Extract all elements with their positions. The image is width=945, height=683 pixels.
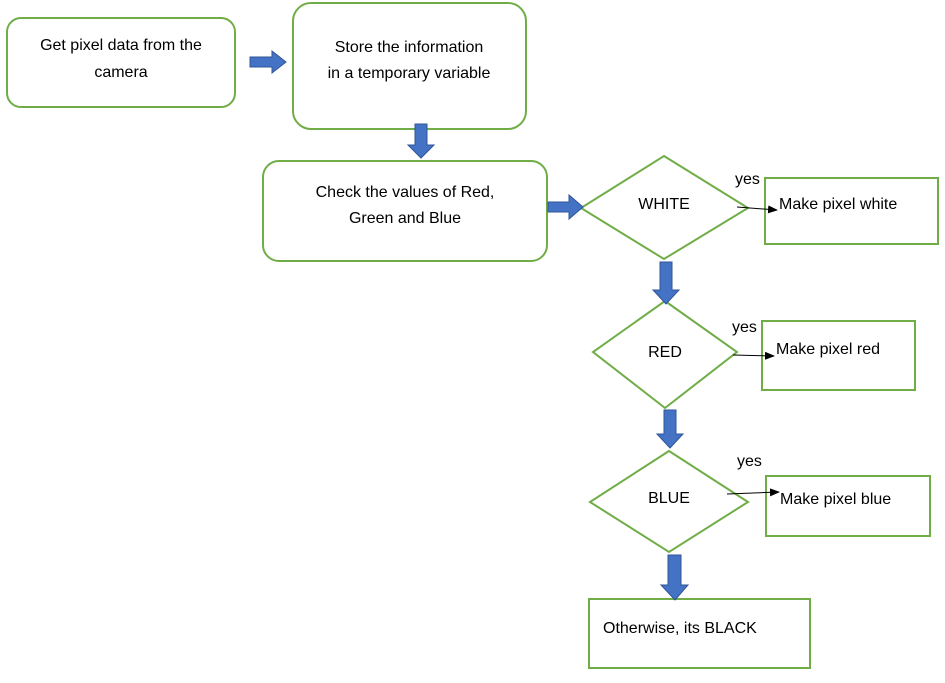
block-arrow-blue-to-black [659,554,690,601]
node-store-information-line-1: Store the information [335,39,484,56]
block-arrow-white-to-red [651,261,681,305]
block-arrow-get-to-store [249,49,287,75]
node-check-values-line-2: Green and Blue [349,210,461,227]
block-arrow-store-to-check [406,123,436,159]
decision-blue: BLUE [588,449,750,554]
result-make-pixel-red: Make pixel red [761,320,916,391]
result-make-pixel-white: Make pixel white [764,177,939,245]
block-arrow-check-to-white [547,193,584,221]
node-check-values-line-1: Check the values of Red, [316,184,495,201]
decision-white-label: WHITE [638,196,690,213]
label-blue-yes: yes [737,453,762,470]
node-store-information: Store the information in a temporary var… [292,2,527,130]
block-arrow-red-to-blue [655,409,685,449]
decision-red-label: RED [648,344,682,361]
decision-blue-label: BLUE [648,490,690,507]
arrow-red-yes [732,351,775,360]
label-white-yes: yes [735,171,760,188]
label-red-yes: yes [732,319,757,336]
node-get-pixel-data: Get pixel data from the camera [6,17,236,108]
decision-white: WHITE [579,154,750,261]
result-make-pixel-blue: Make pixel blue [765,475,931,537]
result-otherwise-black-label: Otherwise, its BLACK [603,620,757,637]
arrow-white-yes [736,205,778,214]
decision-red: RED [591,299,739,410]
arrow-blue-yes [726,488,780,497]
node-get-pixel-data-line-2: camera [94,64,147,81]
result-make-pixel-blue-label: Make pixel blue [780,491,891,508]
result-make-pixel-white-label: Make pixel white [779,196,897,213]
node-check-values: Check the values of Red, Green and Blue [262,160,548,262]
node-store-information-line-2: in a temporary variable [328,65,491,82]
result-make-pixel-red-label: Make pixel red [776,341,880,358]
node-get-pixel-data-line-1: Get pixel data from the [40,37,202,54]
result-otherwise-black: Otherwise, its BLACK [588,598,811,669]
